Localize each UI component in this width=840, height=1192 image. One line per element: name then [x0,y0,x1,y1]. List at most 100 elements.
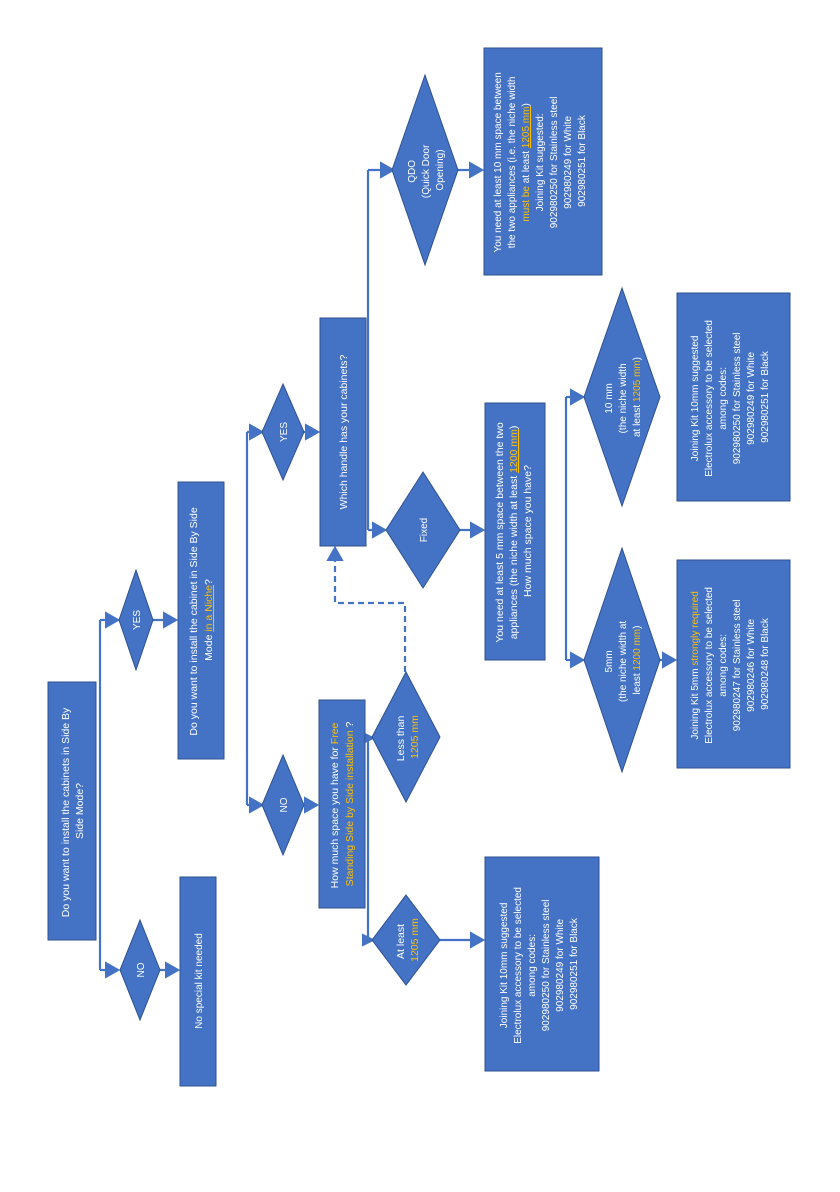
result-kit-10mm: Joining Kit 10mm suggested Electrolux ac… [676,292,791,502]
qdo-result-line1: You need at least 10 mm space between [493,72,504,252]
answer-yes-1-label: YES [132,610,143,630]
kit-free-line4: 902980250 for Stainless steel [541,900,552,1032]
at-least-value: 1205 mm [409,918,421,962]
result-kit-free-standing: Joining Kit 10mm suggested Electrolux ac… [484,856,600,1072]
kit-free-line3: among codes: [527,934,538,997]
answer-yes-1: YES [118,568,154,672]
kit-10mm-line2: Electrolux accessory to be selected [704,320,715,477]
q-free-line1-highlight: Free [329,722,341,744]
answer-no-2-label: NO [279,797,290,812]
kit-5mm-required: strongly required [690,591,701,665]
qdo-line2: (Quick Door [421,144,432,198]
kit-free-line1: Joining Kit 10mm suggested [499,903,510,1029]
fixed-label: Fixed [419,518,430,542]
opt-10mm-line2: (the niche width [618,363,629,433]
svg-text:How much space you have for Fr: How much space you have for Free Standin… [329,720,356,889]
kit-10mm-line1: Joining Kit 10mm suggested [690,336,701,462]
answer-no-1: NO [119,918,161,1022]
qdo-result-must-be: must be [521,186,532,222]
qdo-result-line5: 902980250 for Stainless steel [549,97,560,229]
result-qdo: You need at least 10 mm space between th… [483,47,603,276]
q-niche-highlight: in a Niche [203,585,215,632]
kit-5mm-line3: among codes: [718,634,729,697]
option-10mm: 10 mm (the niche width at least 1205 mm) [583,286,661,508]
question-free-space: How much space you have for Free Standin… [318,699,366,909]
qdo-result-line3-mid: at least [521,148,532,186]
opt-5mm-line3-post: ) [632,626,643,629]
connector-lessthan-to-handle-dashed [326,545,407,672]
kit-free-line6: 902980251 for Black [569,917,580,1010]
less-than-line1: Less than [395,716,407,762]
qdo-result-line6: 902980249 for White [563,116,574,209]
kit-10mm-line4: 902980250 for Stainless steel [732,333,743,465]
fixed-space-line2-post: ) [508,426,520,430]
option-fixed: Fixed [385,471,461,589]
q-niche-line1: Do you want to install the cabinet in Si… [188,507,200,735]
question-handle: Which handle has your cabinets? [319,317,367,547]
q-free-line1-pre: How much space you have for [329,744,341,888]
svg-text:Less than 1205 mm: Less than 1205 mm [395,713,421,761]
option-qdo: QDO (Quick Door Opening) [391,73,459,267]
less-than-value: 1205 mm [409,715,421,759]
svg-text:Do you want to install the cab: Do you want to install the cabinet in Si… [188,504,215,735]
answer-no-1-label: NO [136,962,147,977]
fixed-space-line2-pre: appliances (the niche width at least [508,473,520,639]
q-free-line2-highlight: Standing Side by Side installation [344,730,356,886]
qdo-line1: QDO [407,160,418,183]
answer-yes-2-label: YES [279,422,290,442]
answer-no-2: NO [261,753,305,857]
qdo-result-line3-post: ) [521,103,532,106]
connectors [98,161,678,979]
question-fixed-space: You need at least 5 mm space between the… [484,402,546,661]
svg-text:Do you want to install the cab: Do you want to install the cabinets in S… [60,705,86,917]
fixed-space-line3: How much space you have? [522,465,534,597]
svg-text:QDO (Quick Door Op: QDO (Quick Door Opening) [407,142,446,198]
qdo-result-line2: the two appliances (i.e. the niche width [507,77,518,249]
qdo-result-line7: 902980251 for Black [577,114,588,207]
fixed-space-line1: You need at least 5 mm space between the… [494,422,506,642]
svg-text:5mm (the niche width at: 5mm (the niche width at least 1200 mm) [604,618,643,702]
fixed-space-highlight: 1200 mm [508,429,520,473]
opt-5mm-value: 1200 mm [632,629,643,671]
kit-5mm-line2: Electrolux accessory to be selected [704,587,715,744]
svg-text:You need at least 5 mm space b: You need at least 5 mm space between the… [494,419,534,642]
question-niche: Do you want to install the cabinet in Si… [177,481,225,760]
q-side-by-side-line1: Do you want to install the cabinets in S… [60,707,72,917]
svg-text:You need at least 10 mm space: You need at least 10 mm space between th… [493,69,588,252]
kit-5mm-line1-pre: Joining Kit 5mm [690,666,701,740]
option-5mm: 5mm (the niche width at least 1200 mm) [583,546,661,774]
answer-yes-2: YES [261,382,305,482]
q-side-by-side-line2: Side Mode? [74,783,86,839]
no-kit-label: No special kit needed [194,933,205,1029]
option-at-least: At least 1205 mm [371,894,441,986]
q-niche-line2-pre: Mode [203,632,215,661]
svg-text:Joining Kit 5mm strongly requi: Joining Kit 5mm strongly required Electr… [690,584,771,744]
result-no-kit: No special kit needed [179,876,217,1087]
kit-10mm-line6: 902980251 for Black [760,350,771,443]
opt-5mm-line3-pre: least [632,671,643,695]
kit-5mm-line6: 902980248 for Black [760,617,771,710]
page-bottom-margin [0,1184,840,1192]
q-handle-label: Which handle has your cabinets? [338,355,350,510]
option-less-than: Less than 1205 mm [371,670,441,804]
kit-5mm-line5: 902980246 for White [746,619,757,712]
opt-10mm-value: 1205 mm [632,360,643,402]
opt-5mm-line1: 5mm [604,650,615,672]
at-least-line1: At least [395,924,407,959]
question-side-by-side: Do you want to install the cabinets in S… [47,681,97,941]
result-kit-5mm: Joining Kit 5mm strongly required Electr… [676,559,791,769]
svg-text:Joining Kit 10mm suggested: Joining Kit 10mm suggested Electrolux ac… [690,317,771,477]
opt-5mm-line2: (the niche width at [618,621,629,702]
kit-10mm-line5: 902980249 for White [746,352,757,445]
svg-text:Joining Kit 10mm suggested: Joining Kit 10mm suggested Electrolux ac… [499,884,580,1044]
opt-10mm-line3-pre: at least [632,402,643,437]
kit-10mm-line3: among codes: [718,367,729,430]
q-niche-line2-post: ? [203,579,215,585]
opt-10mm-line1: 10 mm [604,383,615,414]
qdo-line3: Opening) [435,149,446,190]
opt-10mm-line3-post: ) [632,357,643,360]
q-free-line2-post: ? [344,722,356,731]
qdo-result-width: 1205 mm [521,107,532,149]
svg-text:10 mm (the niche width: 10 mm (the niche width at least 1205 mm) [604,357,643,437]
